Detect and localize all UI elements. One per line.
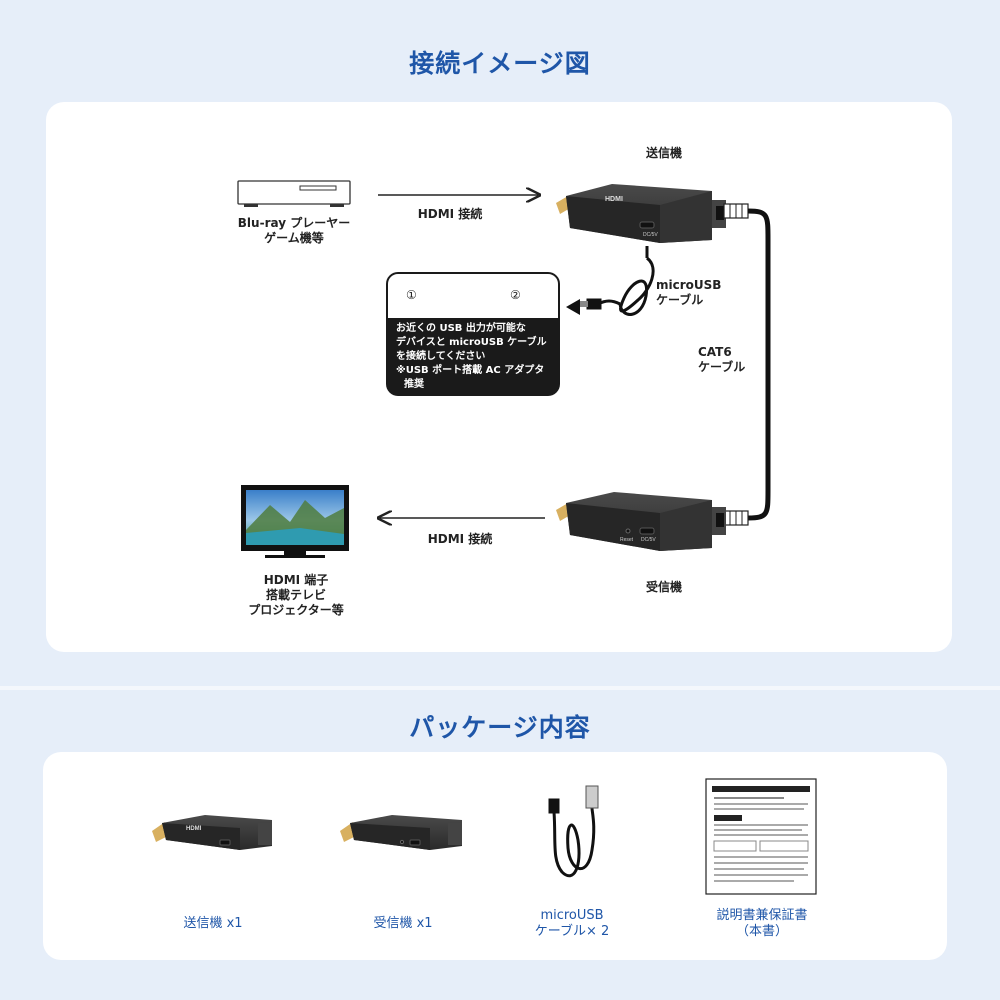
note-line: デバイスと microUSB ケーブル bbox=[396, 337, 547, 348]
hdmi-input-label: HDMI 接続 bbox=[417, 207, 483, 221]
note-line: ※USB ポート搭載 AC アダプタ bbox=[396, 365, 545, 376]
hdmi-output-label: HDMI 接続 bbox=[427, 532, 493, 546]
power-arrow-icon bbox=[566, 299, 580, 315]
option-1-marker: ① bbox=[406, 288, 417, 302]
connection-diagram-title: 接続イメージ図 bbox=[409, 49, 591, 78]
power-supply-note: ① ② お近くの USB 出力が可能な デバイスと microUSB ケーブル … bbox=[386, 272, 560, 396]
option-2-marker: ② bbox=[510, 288, 521, 302]
package-receiver-image bbox=[340, 815, 462, 850]
transmitter-device: HDMI DC/5V bbox=[556, 184, 726, 243]
tx-dc-port-label: DC/5V bbox=[643, 232, 658, 238]
usb-cable-label: microUSB ケーブル bbox=[656, 278, 722, 307]
package-contents-title: パッケージ内容 bbox=[409, 713, 591, 742]
source-device-label: Blu-ray プレーヤー ゲーム機等 bbox=[237, 216, 351, 245]
package-usb-cable-image bbox=[548, 785, 599, 878]
package-manual-label: 説明書兼保証書 （本書） bbox=[716, 908, 808, 939]
note-line: を接続してください bbox=[396, 351, 486, 362]
note-line: 推奨 bbox=[404, 379, 424, 390]
receiver-label: 受信機 bbox=[645, 580, 682, 594]
rx-dc-port-label: DC/5V bbox=[641, 537, 656, 543]
display-device-label: HDMI 端子 搭載テレビ プロジェクター等 bbox=[248, 573, 344, 617]
package-transmitter-image: HDMI bbox=[152, 815, 272, 850]
note-line: お近くの USB 出力が可能な bbox=[396, 323, 526, 334]
package-manual-image bbox=[705, 778, 817, 895]
tx-hdmi-logo: HDMI bbox=[605, 196, 623, 203]
cat6-cable-label: CAT6 ケーブル bbox=[698, 345, 746, 374]
receiver-device: Reset DC/5V bbox=[556, 492, 726, 551]
bluray-player-icon bbox=[237, 180, 351, 207]
cat6-cable bbox=[723, 203, 771, 526]
tv-icon bbox=[241, 485, 349, 558]
page-divider bbox=[0, 686, 1000, 690]
rx-reset-label: Reset bbox=[620, 537, 634, 543]
package-transmitter-label: 送信機 x1 bbox=[183, 916, 243, 931]
transmitter-label: 送信機 bbox=[645, 146, 682, 160]
pkg-tx-hdmi-logo: HDMI bbox=[186, 826, 202, 832]
package-usb-cable-label: microUSB ケーブル× 2 bbox=[534, 908, 610, 939]
package-receiver-label: 受信機 x1 bbox=[373, 916, 433, 931]
microusb-cable bbox=[580, 246, 655, 316]
